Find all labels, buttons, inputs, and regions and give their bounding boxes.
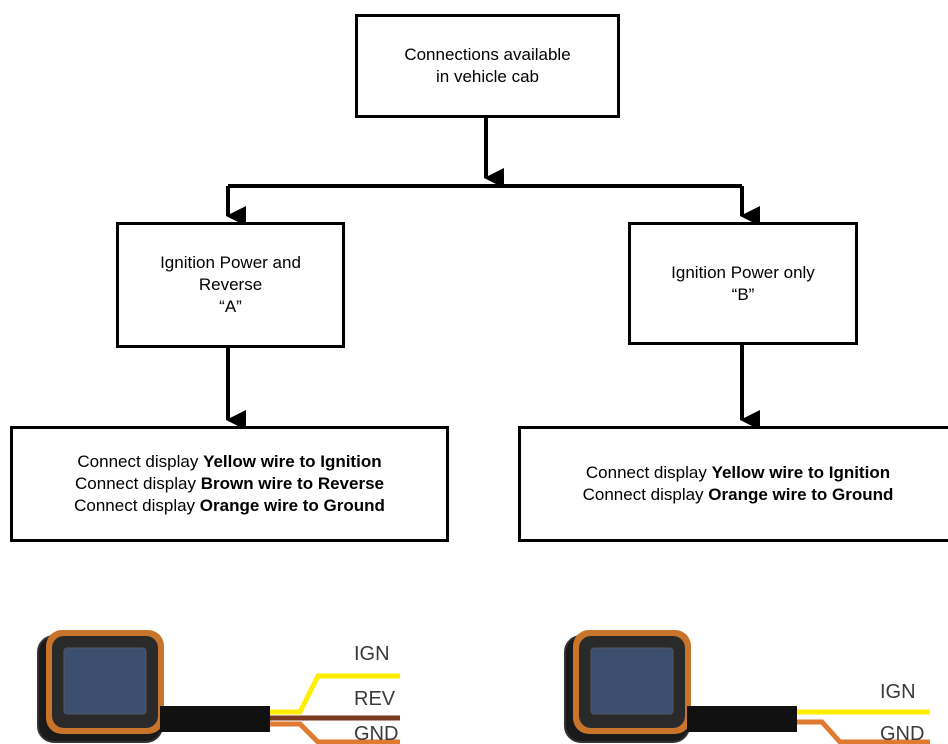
cable-b bbox=[687, 706, 930, 744]
top-box: Connections available in vehicle cab bbox=[355, 14, 620, 118]
box-a: Ignition Power and Reverse “A” bbox=[116, 222, 345, 348]
instruction-b-1: Connect display Yellow wire to Ignition bbox=[585, 463, 891, 482]
wire-label-ign-b: IGN bbox=[880, 681, 916, 703]
instruction-b-2: Connect display Orange wire to Ground bbox=[582, 485, 894, 504]
box-b-line1: Ignition Power only bbox=[671, 262, 815, 282]
instruction-a-1: Connect display Yellow wire to Ignition bbox=[77, 452, 382, 471]
instruction-a-3: Connect display Orange wire to Ground bbox=[74, 496, 385, 515]
top-box-line1: Connections available bbox=[404, 45, 571, 64]
display-device-b bbox=[564, 630, 691, 743]
box-a-line2: Reverse bbox=[198, 275, 263, 294]
display-device-a bbox=[37, 630, 164, 743]
instruction-a-2: Connect display Brown wire to Reverse bbox=[75, 474, 384, 493]
box-b-line2: “B” bbox=[731, 284, 755, 304]
box-a-line1: Ignition Power and bbox=[160, 253, 301, 272]
box-b: Ignition Power only “B” bbox=[628, 222, 858, 345]
top-box-line2: in vehicle cab bbox=[435, 67, 539, 86]
instructions-a: Connect display Yellow wire to Ignition … bbox=[10, 426, 449, 542]
wire-label-ign-a: IGN bbox=[354, 643, 390, 665]
wire-label-gnd-b: GND bbox=[880, 723, 924, 744]
box-a-line3: “A” bbox=[219, 297, 242, 316]
wire-label-rev-a: REV bbox=[354, 688, 396, 710]
wire-label-gnd-a: GND bbox=[354, 723, 398, 744]
cable-a bbox=[160, 673, 400, 744]
instructions-b: Connect display Yellow wire to Ignition … bbox=[518, 426, 948, 542]
